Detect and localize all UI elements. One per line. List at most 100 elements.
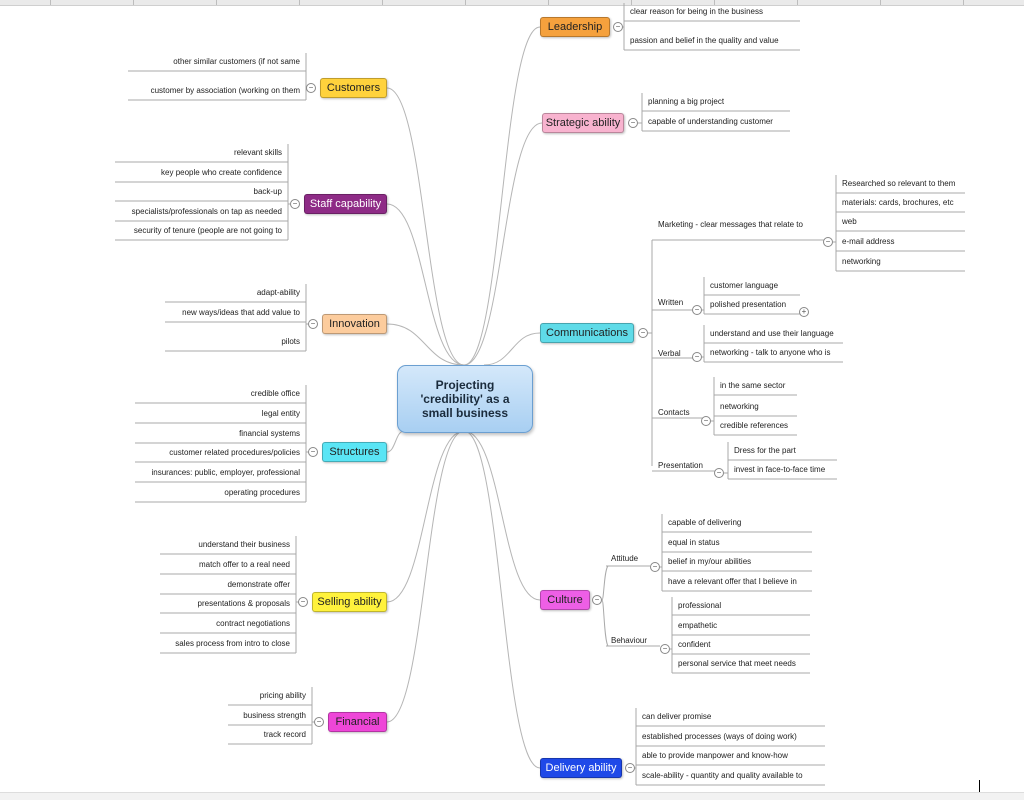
branch-item: back-up bbox=[253, 187, 282, 196]
branch-line bbox=[386, 87, 465, 366]
branch-item: polished presentation bbox=[710, 300, 787, 309]
branch-item: demonstrate offer bbox=[227, 580, 290, 589]
central-topic-line-3: small business bbox=[421, 406, 509, 420]
ruler-tick bbox=[631, 0, 632, 5]
branch-item: web bbox=[842, 217, 857, 226]
branch-item: networking bbox=[720, 402, 759, 411]
collapse-toggle-icon[interactable]: − bbox=[308, 319, 318, 329]
branch-item: contract negotiations bbox=[216, 619, 290, 628]
branch-item: customer by association (working on them bbox=[150, 86, 300, 95]
branch-item: established processes (ways of doing wor… bbox=[642, 732, 797, 741]
collapse-toggle-icon[interactable]: − bbox=[638, 328, 648, 338]
collapse-toggle-icon[interactable]: − bbox=[628, 118, 638, 128]
collapse-toggle-icon[interactable]: − bbox=[625, 763, 635, 773]
branch-item: confident bbox=[678, 640, 711, 649]
ruler-tick bbox=[382, 0, 383, 5]
branch-item: adapt-ability bbox=[256, 288, 300, 297]
central-topic[interactable]: Projecting 'credibility' as a small busi… bbox=[397, 365, 533, 433]
branch-item: equal in status bbox=[668, 538, 720, 547]
branch-item: insurances: public, employer, profession… bbox=[151, 468, 300, 477]
branch-line bbox=[386, 323, 465, 366]
category-attitude: Attitude bbox=[611, 554, 639, 563]
topic-innovation[interactable]: Innovation bbox=[322, 314, 387, 334]
branch-line bbox=[463, 430, 541, 601]
collapse-toggle-icon[interactable]: − bbox=[613, 22, 623, 32]
bottom-scrollbar[interactable] bbox=[0, 792, 1024, 800]
collapse-toggle-icon[interactable]: − bbox=[701, 416, 711, 426]
branch-line bbox=[463, 430, 541, 769]
collapse-toggle-icon[interactable]: − bbox=[650, 562, 660, 572]
topic-structures[interactable]: Structures bbox=[322, 442, 387, 462]
collapse-toggle-icon[interactable]: − bbox=[314, 717, 324, 727]
branch-line bbox=[463, 26, 541, 366]
branch-item: financial systems bbox=[239, 429, 300, 438]
branch-item: scale-ability - quantity and quality ava… bbox=[642, 771, 803, 780]
branch-item: invest in face-to-face time bbox=[734, 465, 826, 474]
branch-item: belief in my/our abilities bbox=[668, 557, 752, 566]
branch-item: can deliver promise bbox=[642, 712, 712, 721]
collapse-toggle-icon[interactable]: − bbox=[692, 352, 702, 362]
branch-line bbox=[601, 565, 609, 601]
branch-item: understand their business bbox=[198, 540, 290, 549]
topic-selling[interactable]: Selling ability bbox=[312, 592, 387, 612]
branch-item: credible references bbox=[720, 421, 789, 430]
expand-toggle-icon[interactable]: + bbox=[799, 307, 809, 317]
ruler-tick bbox=[133, 0, 134, 5]
branch-item: professional bbox=[678, 601, 722, 610]
topic-strategic[interactable]: Strategic ability bbox=[542, 113, 624, 133]
branch-line bbox=[601, 599, 609, 647]
collapse-toggle-icon[interactable]: − bbox=[306, 83, 316, 93]
ruler-tick bbox=[548, 0, 549, 5]
topic-financial[interactable]: Financial bbox=[328, 712, 387, 732]
collapse-toggle-icon[interactable]: − bbox=[714, 468, 724, 478]
branch-item: Dress for the part bbox=[734, 446, 796, 455]
branch-item: materials: cards, brochures, etc bbox=[842, 198, 954, 207]
ruler-tick bbox=[880, 0, 881, 5]
ruler-tick bbox=[50, 0, 51, 5]
branch-item: able to provide manpower and know-how bbox=[642, 751, 788, 760]
branch-item: e-mail address bbox=[842, 237, 895, 246]
ruler-tick bbox=[797, 0, 798, 5]
branch-item: match offer to a real need bbox=[198, 560, 290, 569]
topic-customers[interactable]: Customers bbox=[320, 78, 387, 98]
ruler-tick bbox=[299, 0, 300, 5]
central-topic-line-1: Projecting bbox=[435, 378, 495, 392]
branch-item: business strength bbox=[243, 711, 306, 720]
branch-item: in the same sector bbox=[720, 381, 786, 390]
branch-item: presentations & proposals bbox=[197, 599, 291, 608]
branch-line bbox=[463, 122, 543, 366]
topic-staff[interactable]: Staff capability bbox=[304, 194, 387, 214]
collapse-toggle-icon[interactable]: − bbox=[298, 597, 308, 607]
branch-item: personal service that meet needs bbox=[678, 659, 796, 668]
ruler-tick bbox=[216, 0, 217, 5]
branch-item: understand and use their language bbox=[710, 329, 834, 338]
branch-line bbox=[386, 430, 465, 723]
branch-item: legal entity bbox=[261, 409, 300, 418]
category-behaviour: Behaviour bbox=[611, 636, 648, 645]
branch-item: passion and belief in the quality and va… bbox=[630, 36, 779, 45]
topic-communications[interactable]: Communications bbox=[540, 323, 634, 343]
collapse-toggle-icon[interactable]: − bbox=[823, 237, 833, 247]
branch-item: pilots bbox=[281, 337, 300, 346]
branch-line bbox=[386, 430, 465, 603]
topic-delivery[interactable]: Delivery ability bbox=[540, 758, 622, 778]
branch-item: operating procedures bbox=[224, 488, 300, 497]
collapse-toggle-icon[interactable]: − bbox=[308, 447, 318, 457]
branch-item: customer language bbox=[710, 281, 779, 290]
branch-item: new ways/ideas that add value to bbox=[182, 308, 300, 317]
central-topic-line-2: 'credibility' as a bbox=[420, 392, 510, 406]
branch-item: other similar customers (if not same bbox=[173, 57, 300, 66]
category-presentation: Presentation bbox=[658, 461, 703, 470]
branch-item: networking bbox=[842, 257, 881, 266]
topic-culture[interactable]: Culture bbox=[540, 590, 590, 610]
collapse-toggle-icon[interactable]: − bbox=[290, 199, 300, 209]
category-verbal: Verbal bbox=[658, 349, 681, 358]
collapse-toggle-icon[interactable]: − bbox=[592, 595, 602, 605]
branch-line bbox=[483, 332, 541, 366]
topic-leadership[interactable]: Leadership bbox=[540, 17, 610, 37]
collapse-toggle-icon[interactable]: − bbox=[692, 305, 702, 315]
category-marketing: Marketing - clear messages that relate t… bbox=[658, 220, 803, 229]
collapse-toggle-icon[interactable]: − bbox=[660, 644, 670, 654]
branch-item: key people who create confidence bbox=[161, 168, 282, 177]
